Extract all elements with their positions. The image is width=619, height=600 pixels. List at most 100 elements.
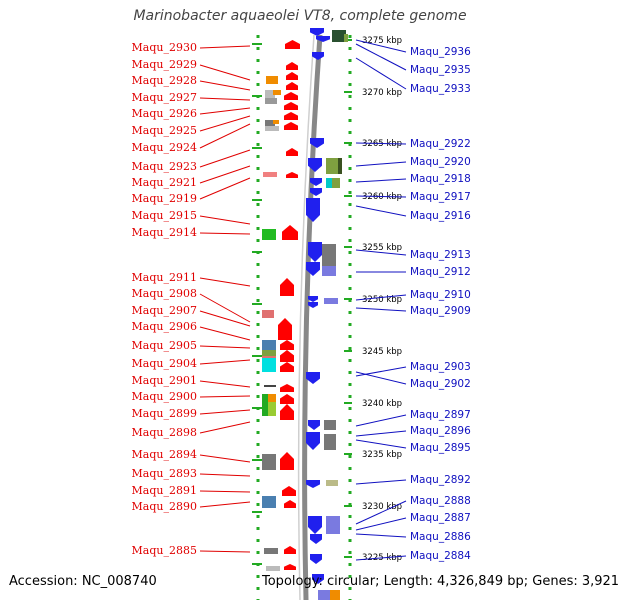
gene-label-right[interactable]: Maqu_2887 (410, 512, 471, 524)
gene-label-left[interactable]: Maqu_2890 (132, 500, 197, 513)
feature-box (265, 126, 279, 131)
gene-label-right[interactable]: Maqu_2920 (410, 156, 471, 168)
genome-title: Marinobacter aquaeolei VT8, complete gen… (133, 8, 467, 24)
minus-strand-gene-arrow (308, 420, 320, 430)
scale-label: 3250 kbp (362, 295, 402, 305)
gene-label-left[interactable]: Maqu_2914 (132, 226, 197, 239)
gene-label-connector (199, 293, 251, 323)
gene-label-left[interactable]: Maqu_2891 (132, 484, 197, 497)
gene-label-left[interactable]: Maqu_2925 (132, 124, 197, 137)
plus-strand-gene-arrow (286, 62, 298, 70)
gene-label-connector (355, 39, 407, 53)
gene-label-left[interactable]: Maqu_2904 (132, 357, 197, 370)
gene-label-right[interactable]: Maqu_2910 (410, 289, 471, 301)
plus-strand-gene-arrow (282, 486, 296, 496)
minus-strand-gene-arrow (306, 262, 320, 276)
gene-label-connector (199, 177, 251, 200)
minus-strand-gene-arrow (308, 516, 322, 534)
gene-label-left[interactable]: Maqu_2928 (132, 74, 197, 87)
plus-strand-gene-arrow (285, 40, 300, 49)
gene-label-left[interactable]: Maqu_2919 (132, 192, 197, 205)
gene-label-right[interactable]: Maqu_2897 (410, 409, 471, 421)
plus-strand-gene-arrow (286, 72, 298, 80)
gene-label-connector (199, 64, 251, 81)
feature-box (262, 454, 276, 470)
gene-label-right[interactable]: Maqu_2909 (410, 305, 471, 317)
gene-label-right[interactable]: Maqu_2933 (410, 83, 471, 95)
gene-label-right[interactable]: Maqu_2896 (410, 425, 471, 437)
gene-label-right[interactable]: Maqu_2884 (410, 550, 471, 562)
gene-label-left[interactable]: Maqu_2898 (132, 426, 197, 439)
gene-label-left[interactable]: Maqu_2930 (132, 41, 197, 54)
gene-label-right[interactable]: Maqu_2922 (410, 138, 471, 150)
gene-label-left[interactable]: Maqu_2911 (132, 271, 197, 284)
gene-label-right[interactable]: Maqu_2916 (410, 210, 471, 222)
gene-label-right[interactable]: Maqu_2913 (410, 249, 471, 261)
gene-label-connector (199, 80, 251, 91)
minus-strand-gene-arrow (306, 372, 320, 384)
topology-text: Topology: circular; Length: 4,326,849 bp… (262, 574, 619, 589)
plus-strand-gene-arrow (284, 92, 298, 100)
feature-box (262, 350, 276, 356)
feature-box (265, 98, 277, 104)
gene-label-connector (199, 421, 251, 434)
gene-label-connector (355, 142, 407, 145)
gene-label-right[interactable]: Maqu_2895 (410, 442, 471, 454)
scale-label: 3270 kbp (362, 88, 402, 98)
plus-strand-gene-arrow (286, 148, 298, 156)
feature-box (262, 229, 276, 240)
feature-box (266, 566, 280, 571)
gene-label-left[interactable]: Maqu_2915 (132, 209, 197, 222)
gene-label-left[interactable]: Maqu_2908 (132, 287, 197, 300)
minus-strand-gene-arrow (316, 36, 330, 42)
plus-strand-gene-arrow (284, 102, 298, 110)
gene-label-left[interactable]: Maqu_2894 (132, 448, 197, 461)
gene-label-right[interactable]: Maqu_2886 (410, 531, 471, 543)
gene-label-connector (199, 454, 251, 463)
plus-strand-gene-arrow (278, 318, 292, 340)
gene-label-right[interactable]: Maqu_2912 (410, 266, 471, 278)
gene-label-connector (199, 310, 251, 327)
feature-box (273, 90, 281, 95)
scale-label: 3235 kbp (362, 450, 402, 460)
gene-label-right[interactable]: Maqu_2936 (410, 46, 471, 58)
plus-strand-gene-arrow (286, 82, 298, 90)
gene-label-right[interactable]: Maqu_2902 (410, 378, 471, 390)
gene-label-left[interactable]: Maqu_2899 (132, 407, 197, 420)
gene-label-left[interactable]: Maqu_2927 (132, 91, 197, 104)
minus-strand-gene-arrow (306, 198, 320, 222)
gene-label-right[interactable]: Maqu_2918 (410, 173, 471, 185)
plus-strand-gene-arrow (284, 112, 298, 120)
scale-label: 3240 kbp (362, 399, 402, 409)
gene-label-right[interactable]: Maqu_2892 (410, 474, 471, 486)
gene-label-left[interactable]: Maqu_2900 (132, 390, 197, 403)
gene-label-left[interactable]: Maqu_2893 (132, 467, 197, 480)
gene-label-left[interactable]: Maqu_2906 (132, 320, 197, 333)
gene-label-connector (199, 409, 251, 415)
gene-label-connector (199, 550, 251, 553)
gene-label-connector (199, 277, 251, 287)
gene-label-left[interactable]: Maqu_2901 (132, 374, 197, 387)
feature-box (326, 516, 340, 534)
gene-label-connector (199, 149, 251, 168)
plus-strand-gene-arrow (282, 225, 298, 240)
gene-label-left[interactable]: Maqu_2885 (132, 544, 197, 557)
gene-label-left[interactable]: Maqu_2923 (132, 160, 197, 173)
plus-strand-gene-arrow (280, 340, 294, 350)
gene-label-left[interactable]: Maqu_2926 (132, 107, 197, 120)
gene-label-connector (199, 107, 251, 115)
gene-label-left[interactable]: Maqu_2921 (132, 176, 197, 189)
plus-strand-gene-arrow (280, 404, 294, 420)
gene-label-left[interactable]: Maqu_2924 (132, 141, 197, 154)
gene-label-right[interactable]: Maqu_2935 (410, 64, 471, 76)
minus-strand-gene-arrow (312, 574, 324, 584)
gene-label-left[interactable]: Maqu_2929 (132, 58, 197, 71)
gene-label-right[interactable]: Maqu_2888 (410, 495, 471, 507)
gene-label-connector (199, 45, 251, 49)
gene-label-right[interactable]: Maqu_2917 (410, 191, 471, 203)
connector-layer (199, 39, 407, 561)
gene-label-right[interactable]: Maqu_2903 (410, 361, 471, 373)
gene-label-left[interactable]: Maqu_2907 (132, 304, 197, 317)
gene-label-left[interactable]: Maqu_2905 (132, 339, 197, 352)
